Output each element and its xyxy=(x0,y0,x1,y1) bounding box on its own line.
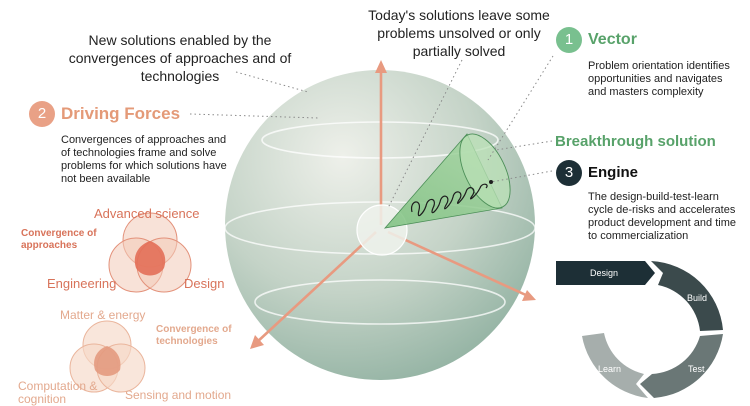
vector-number-badge: 1 xyxy=(556,27,582,53)
venn-label-design: Design xyxy=(184,276,224,291)
cycle-label-build: Build xyxy=(687,293,707,303)
engine-description: The design-build-test-learn cycle de-ris… xyxy=(588,191,743,243)
convergence-technologies-label: Convergence of technologies xyxy=(156,324,246,348)
driving-forces-title: Driving Forces xyxy=(61,104,180,124)
convergence-approaches-label: Convergence of approaches xyxy=(21,228,101,252)
cycle-label-design: Design xyxy=(590,268,618,278)
venn-label-advanced-science: Advanced science xyxy=(94,206,200,221)
cycle-test-segment xyxy=(640,334,723,398)
venn-label-engineering: Engineering xyxy=(47,276,116,291)
driving-forces-description: Convergences of approaches and of techno… xyxy=(61,134,233,186)
driving-forces-number-badge: 2 xyxy=(29,101,55,127)
top-left-note: New solutions enabled by the convergence… xyxy=(60,31,300,85)
cycle-label-learn: Learn xyxy=(598,364,621,374)
venn-label-matter-energy: Matter & energy xyxy=(60,308,145,322)
venn-approaches xyxy=(109,213,191,292)
dbtl-cycle xyxy=(556,261,723,398)
engine-number-badge: 3 xyxy=(556,160,582,186)
vector-description: Problem orientation identifies opportuni… xyxy=(588,60,738,99)
top-center-note: Today's solutions leave some problems un… xyxy=(360,6,558,60)
venn-label-sensing-motion: Sensing and motion xyxy=(125,388,231,402)
vector-title: Vector xyxy=(588,31,637,49)
venn-label-computation-cognition: Computation & cognition xyxy=(18,380,108,406)
cycle-label-test: Test xyxy=(688,364,705,374)
engine-title: Engine xyxy=(588,164,638,181)
breakthrough-title: Breakthrough solution xyxy=(555,133,716,150)
